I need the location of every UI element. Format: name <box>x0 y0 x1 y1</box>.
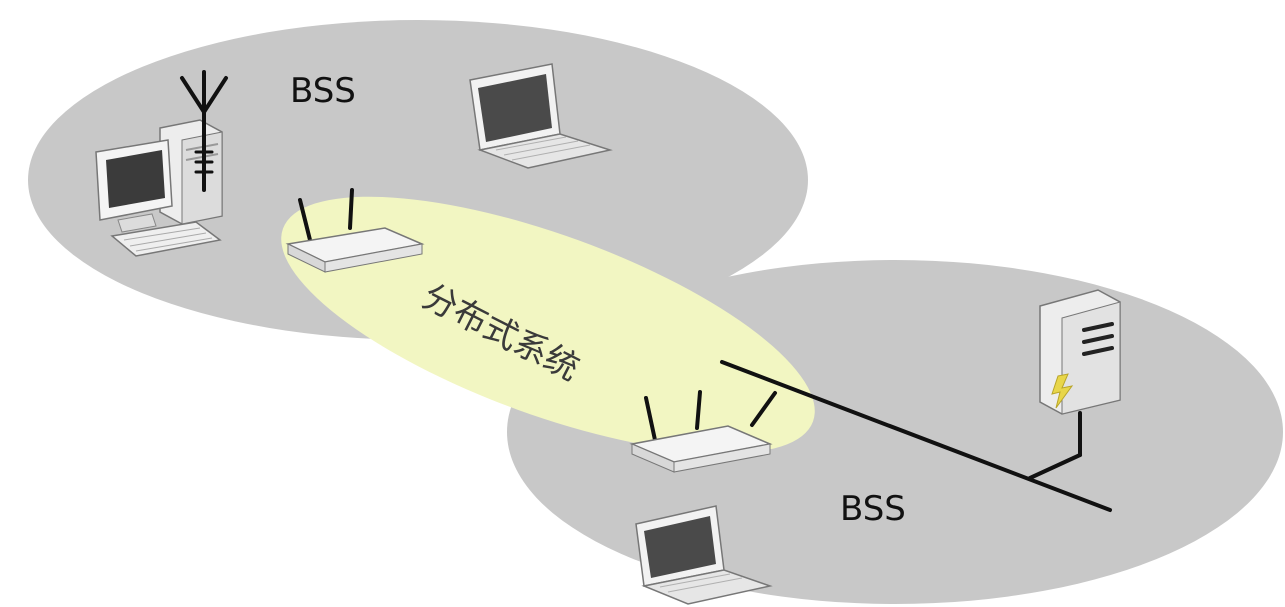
access-point-icon <box>629 390 773 473</box>
laptop-icon <box>469 63 613 169</box>
bss-label-bottom: BSS <box>840 489 906 529</box>
backbone-wire <box>720 360 1112 512</box>
server-icon <box>1039 289 1121 415</box>
antenna-icon <box>180 70 228 192</box>
laptop-icon <box>635 505 773 605</box>
access-point-icon <box>285 188 425 273</box>
distribution-system-area <box>281 196 815 454</box>
bss-label-top: BSS <box>290 71 356 111</box>
